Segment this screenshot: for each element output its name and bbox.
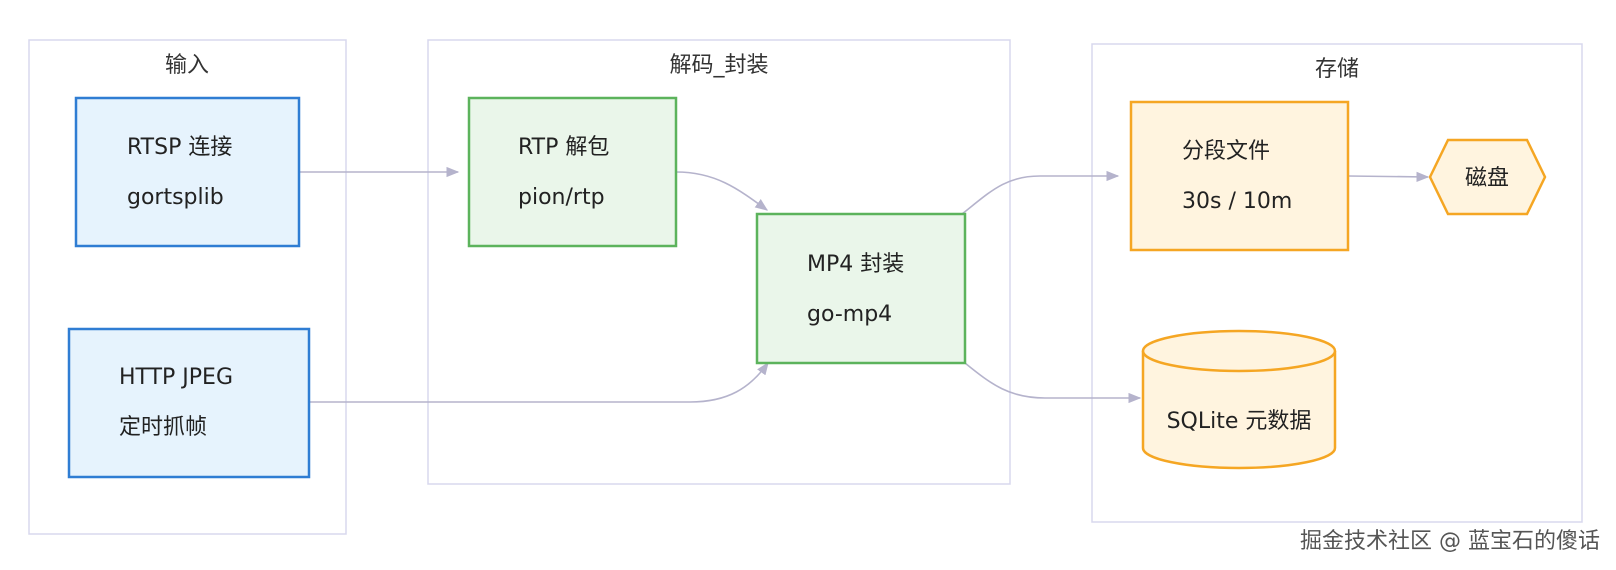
node-disk[interactable]: 磁盘 — [1428, 138, 1547, 216]
node-rtsp-line2: gortsplib — [127, 185, 224, 210]
edge-http-to-mp4 — [309, 361, 769, 403]
node-disk-label: 磁盘 — [1465, 166, 1509, 191]
node-rtp-line2: pion/rtp — [518, 185, 605, 210]
cluster-storage-title: 存储 — [1315, 57, 1359, 82]
node-mp4[interactable]: MP4 封装 go-mp4 — [755, 212, 967, 365]
node-mp4-line2: go-mp4 — [807, 302, 892, 327]
node-http-line2: 定时抓帧 — [119, 415, 207, 440]
node-segment-line1: 分段文件 — [1182, 139, 1270, 164]
node-sqlite[interactable]: SQLite 元数据 — [1141, 329, 1337, 470]
watermark: 掘金技术社区 @ 蓝宝石的傻话 — [1300, 529, 1600, 554]
node-rtp-line1: RTP 解包 — [518, 135, 609, 160]
node-http[interactable]: HTTP JPEG 定时抓帧 — [67, 327, 311, 479]
node-mp4-line1: MP4 封装 — [807, 252, 904, 277]
node-segment-line2: 30s / 10m — [1182, 189, 1292, 214]
cluster-input-title: 输入 — [165, 53, 209, 78]
edge-rtp-to-mp4 — [675, 171, 769, 211]
node-http-line1: HTTP JPEG — [119, 365, 233, 390]
node-rtp[interactable]: RTP 解包 pion/rtp — [467, 96, 678, 248]
edge-segment-to-disk — [1347, 171, 1430, 182]
cluster-decode-title: 解码_封装 — [669, 53, 768, 78]
edge-mp4-to-segment — [961, 170, 1120, 215]
node-segment[interactable]: 分段文件 30s / 10m — [1129, 100, 1350, 252]
node-rtsp[interactable]: RTSP 连接 gortsplib — [74, 96, 301, 248]
node-rtsp-line1: RTSP 连接 — [127, 135, 232, 160]
edge-mp4-to-sqlite — [964, 362, 1142, 404]
node-sqlite-label: SQLite 元数据 — [1167, 409, 1312, 434]
